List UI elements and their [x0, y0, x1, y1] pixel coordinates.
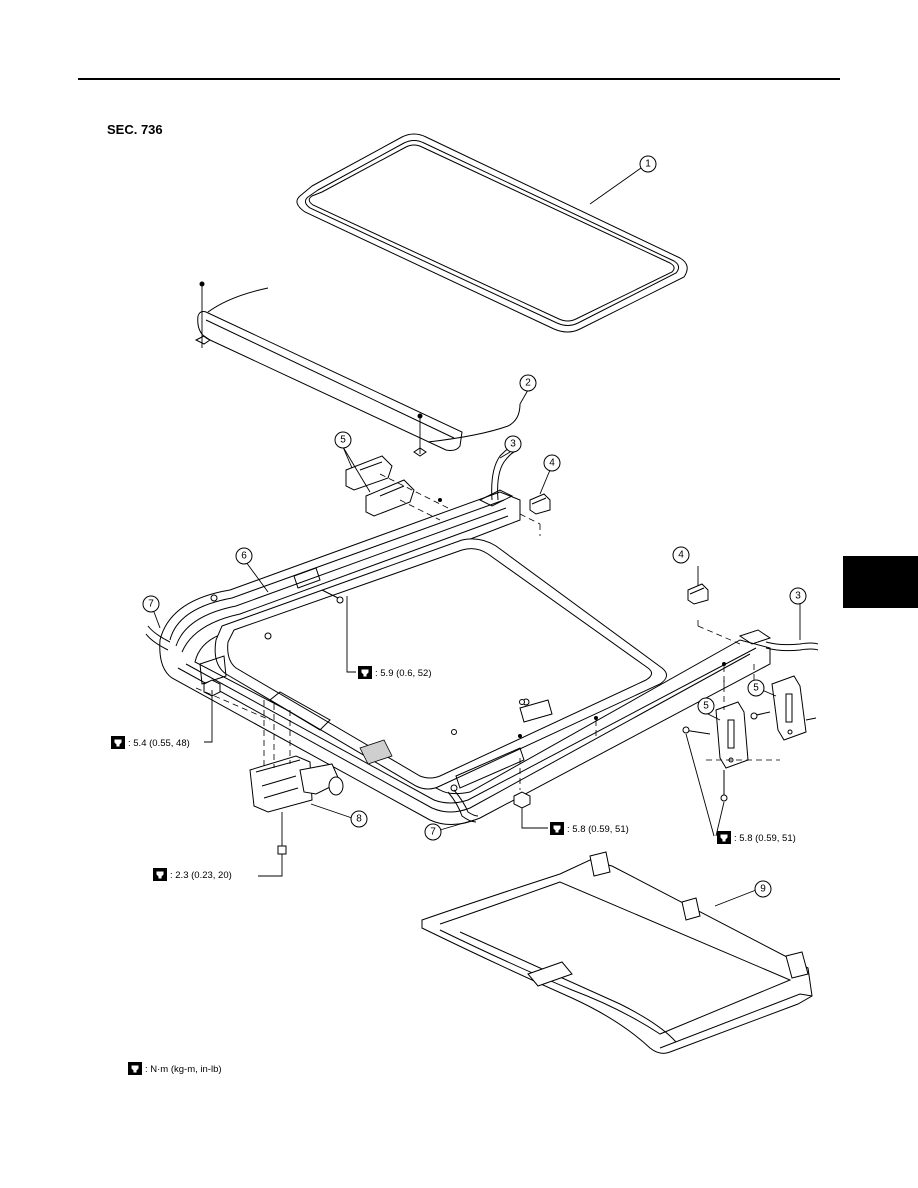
torque-spec-4-text: : 5.8 (0.59, 51) — [734, 833, 796, 844]
torque-spec-5: : 2.3 (0.23, 20) — [153, 868, 232, 881]
callout-6-label: 6 — [241, 551, 247, 562]
callout-8: 8 — [350, 810, 368, 828]
hose-left — [145, 625, 171, 651]
sunshade — [421, 851, 813, 1054]
callout-5-right-b-label: 5 — [753, 683, 759, 694]
callout-9-label: 9 — [760, 884, 766, 895]
legend-text: : N·m (kg-m, in-lb) — [145, 1064, 222, 1075]
torque-wrench-icon — [111, 736, 125, 749]
assembly-lines — [195, 473, 780, 790]
torque-spec-1: : 5.9 (0.6, 52) — [358, 666, 432, 679]
torque-spec-2: : 5.4 (0.55, 48) — [111, 736, 190, 749]
callout-4-right: 4 — [672, 546, 690, 564]
torque-spec-3: : 5.8 (0.59, 51) — [550, 822, 629, 835]
callout-7-bottom: 7 — [424, 823, 442, 841]
torque-wrench-icon — [128, 1062, 142, 1075]
torque-spec-2-text: : 5.4 (0.55, 48) — [128, 738, 190, 749]
torque-spec-4: : 5.8 (0.59, 51) — [717, 831, 796, 844]
legend: : N·m (kg-m, in-lb) — [128, 1062, 222, 1075]
callout-2: 2 — [519, 374, 537, 392]
torque-wrench-icon — [550, 822, 564, 835]
header-rule — [78, 78, 840, 80]
torque-spec-3-text: : 5.8 (0.59, 51) — [567, 824, 629, 835]
callout-6: 6 — [235, 547, 253, 565]
bracket-set-upper — [342, 446, 415, 517]
leader-lines — [153, 167, 801, 907]
callout-5-right-a: 5 — [697, 697, 715, 715]
clip-right — [687, 583, 709, 605]
callout-4-top: 4 — [543, 454, 561, 472]
callout-8-label: 8 — [356, 814, 362, 825]
glass-lid — [296, 133, 688, 333]
callout-7-left-label: 7 — [148, 599, 154, 610]
callout-3-top-label: 3 — [510, 439, 516, 450]
callout-1-label: 1 — [645, 159, 651, 170]
callout-7-left: 7 — [142, 595, 160, 613]
callout-1: 1 — [639, 155, 657, 173]
callout-3-right: 3 — [789, 587, 807, 605]
torque-spec-5-text: : 2.3 (0.23, 20) — [170, 870, 232, 881]
torque-spec-1-text: : 5.9 (0.6, 52) — [375, 668, 432, 679]
section-label: SEC. 736 — [107, 122, 163, 137]
hose-front — [447, 789, 479, 823]
callout-5-right-a-label: 5 — [703, 701, 709, 712]
drain-hose-rear — [765, 641, 819, 652]
drive-motor — [249, 755, 344, 813]
torque-wrench-icon — [153, 868, 167, 881]
fasteners — [203, 589, 531, 855]
sunroof-frame — [159, 489, 772, 825]
bracket-set-right — [682, 675, 817, 802]
callout-5-right-b: 5 — [747, 679, 765, 697]
callout-3-top: 3 — [504, 435, 522, 453]
callout-5-top-label: 5 — [340, 435, 346, 446]
callout-4-right-label: 4 — [678, 550, 684, 561]
section-tab — [843, 556, 918, 608]
callout-7-bottom-label: 7 — [430, 827, 436, 838]
callout-3-right-label: 3 — [795, 591, 801, 602]
wind-deflector — [194, 281, 521, 457]
callout-9: 9 — [754, 880, 772, 898]
torque-wrench-icon — [717, 831, 731, 844]
callout-4-top-label: 4 — [549, 458, 555, 469]
callout-2-label: 2 — [525, 378, 531, 389]
clip-upper — [529, 493, 551, 515]
callout-5-top: 5 — [334, 431, 352, 449]
torque-wrench-icon — [358, 666, 372, 679]
